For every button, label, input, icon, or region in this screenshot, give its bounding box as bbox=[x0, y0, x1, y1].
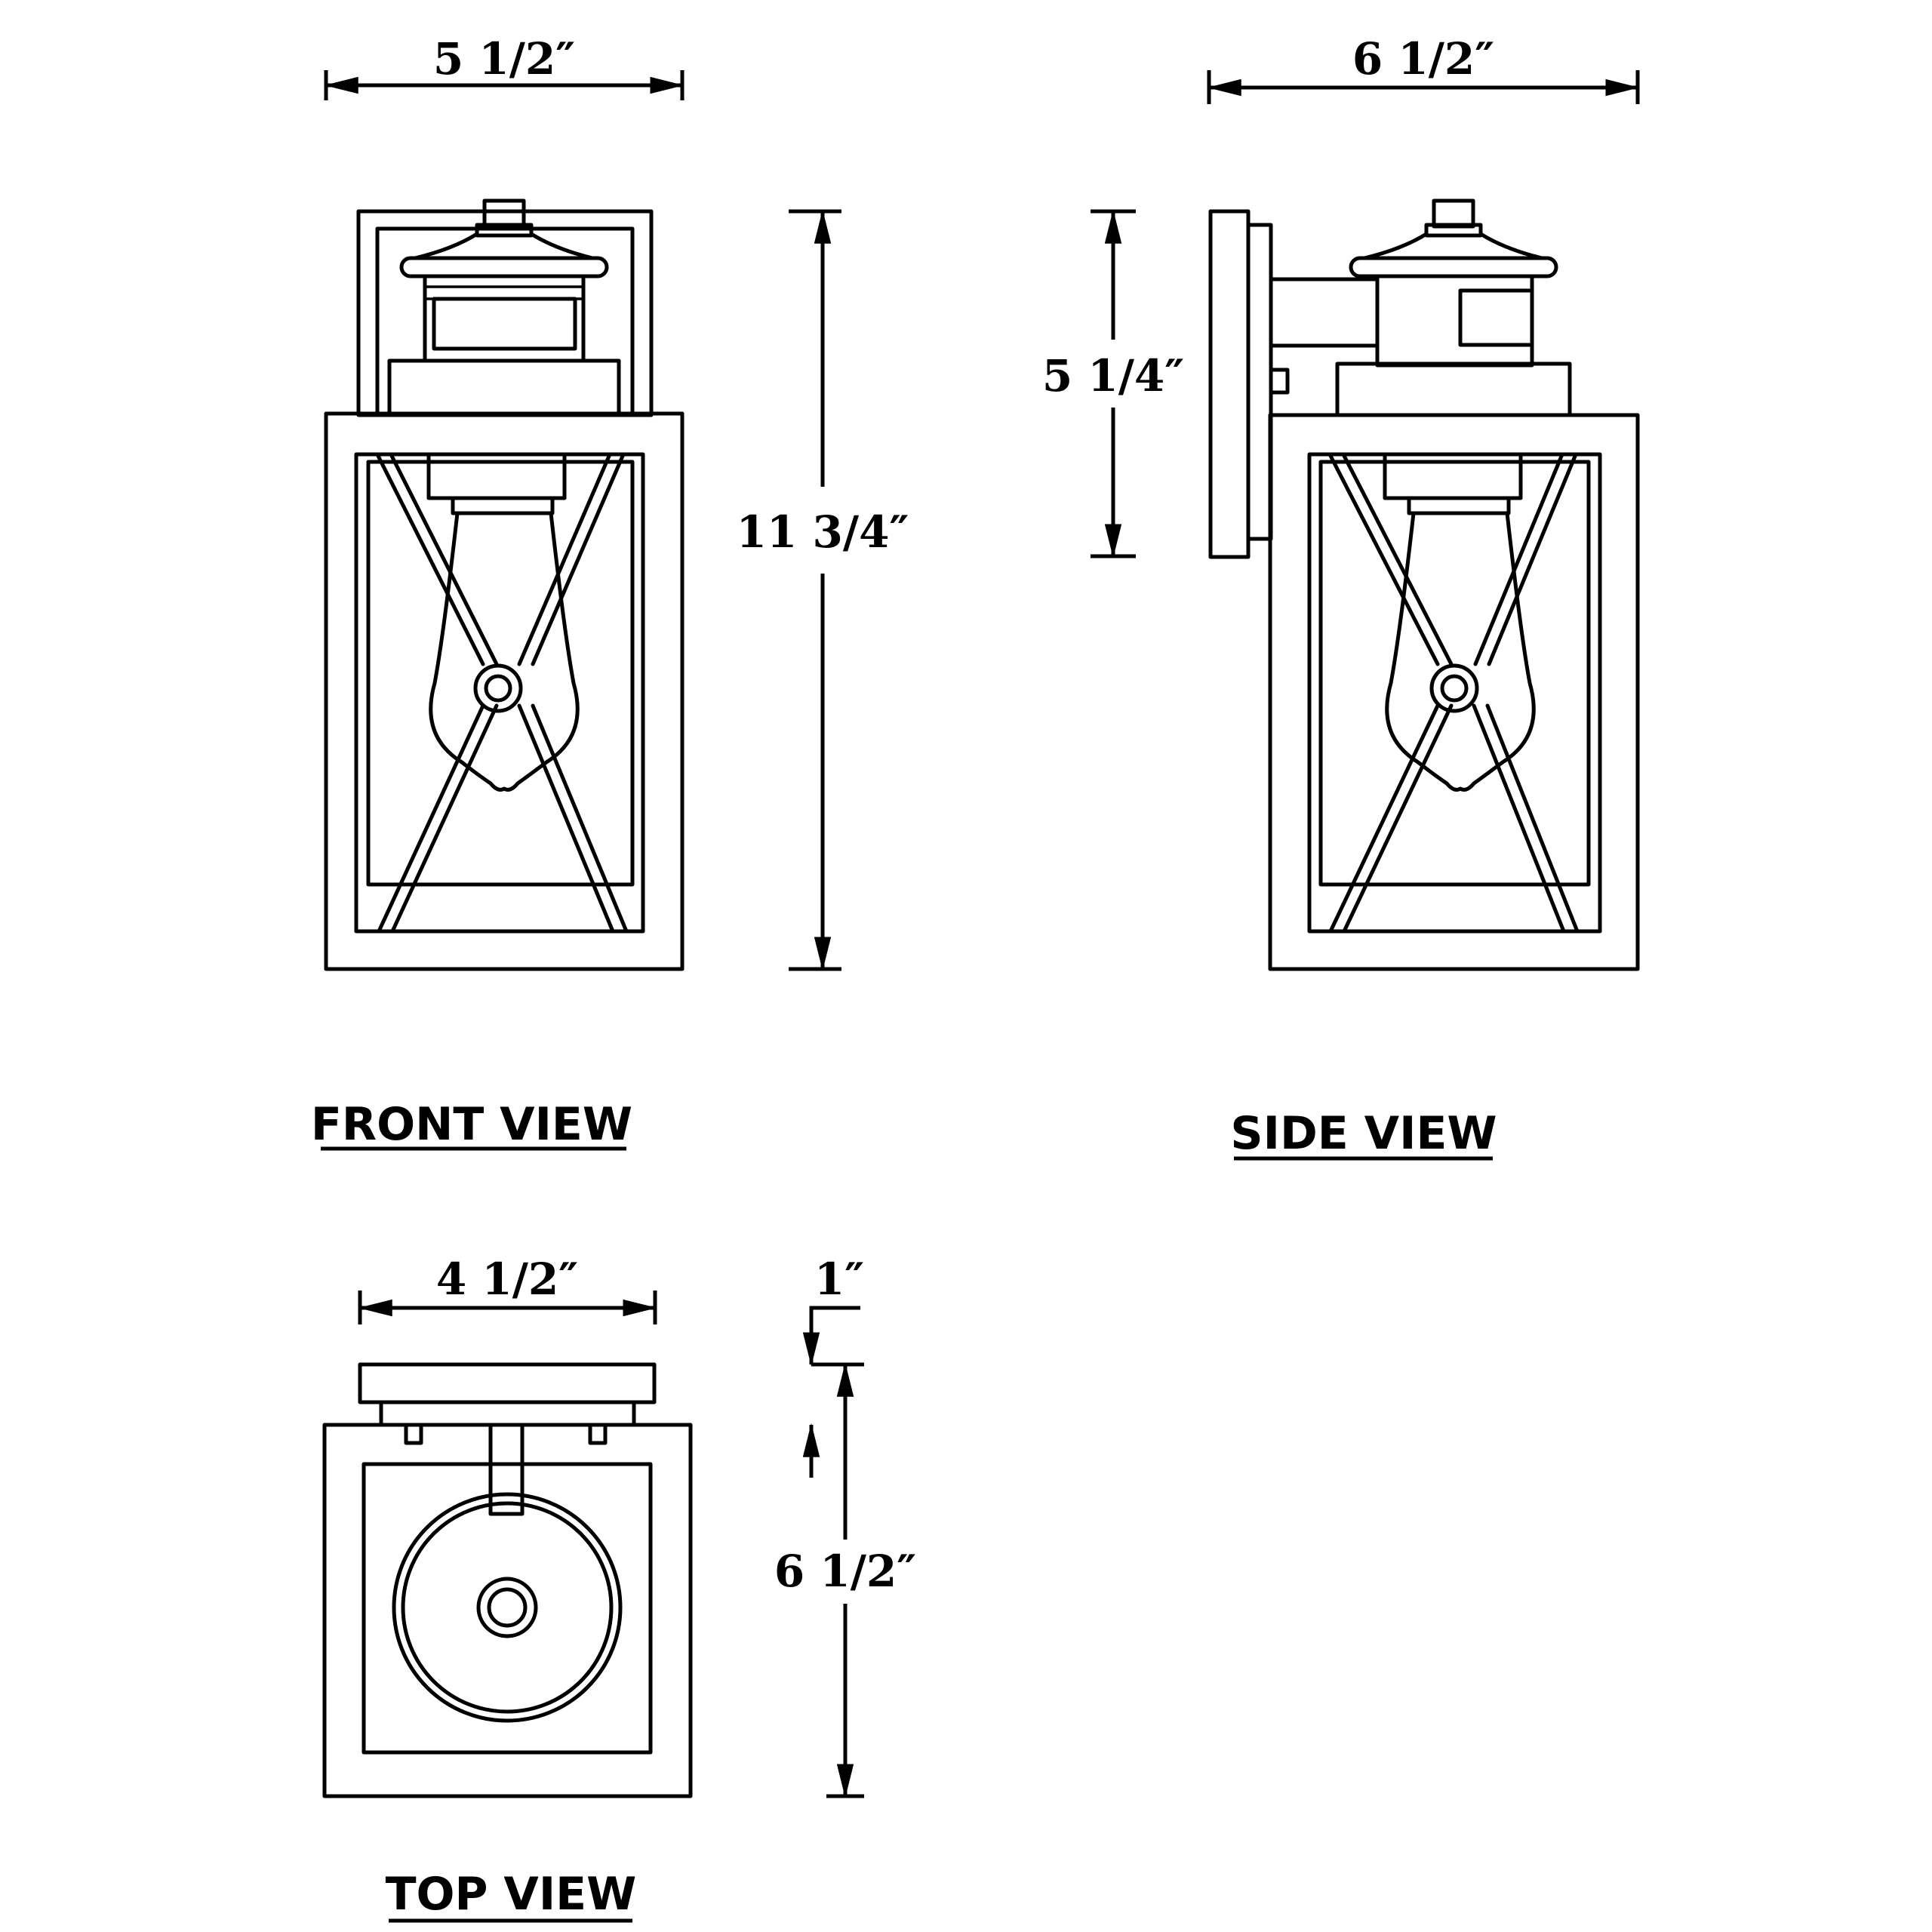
side-mount-height-label: 5 1/4″ bbox=[1042, 350, 1184, 401]
lamp-cap bbox=[387, 198, 621, 416]
top-width-dimension: 4 1/2″ bbox=[358, 1254, 657, 1324]
top-view: 4 1/2″ 1″ 6 1/2″ bbox=[322, 1254, 916, 1923]
side-lantern-body bbox=[1268, 413, 1640, 971]
front-view-title: FRONT VIEW bbox=[311, 1098, 632, 1151]
top-view-title: TOP VIEW bbox=[386, 1868, 637, 1921]
side-lamp-cap bbox=[1335, 198, 1572, 417]
side-view-title: SIDE VIEW bbox=[1230, 1107, 1497, 1160]
top-width-label: 4 1/2″ bbox=[436, 1254, 578, 1305]
front-view: 5 1/2″ bbox=[311, 33, 909, 1151]
top-depth-dimension: 6 1/2″ bbox=[774, 1362, 916, 1798]
side-cross-brace bbox=[1327, 452, 1580, 934]
top-depth-label: 6 1/2″ bbox=[774, 1546, 916, 1597]
front-lantern-body bbox=[324, 411, 685, 971]
top-lantern-body bbox=[322, 1423, 693, 1798]
top-cap-circle bbox=[392, 1492, 623, 1723]
front-cross-brace bbox=[375, 452, 629, 934]
side-mount-height-dimension: 5 1/4″ bbox=[1042, 209, 1184, 558]
top-wall-plate bbox=[358, 1362, 657, 1404]
front-height-label: 11 3/4″ bbox=[737, 506, 909, 558]
side-width-dimension: 6 1/2″ bbox=[1207, 33, 1640, 104]
front-bulb bbox=[429, 511, 580, 792]
front-width-label: 5 1/2″ bbox=[433, 33, 575, 85]
side-width-label: 6 1/2″ bbox=[1352, 33, 1494, 85]
front-height-dimension: 11 3/4″ bbox=[737, 209, 909, 971]
side-bulb bbox=[1385, 511, 1536, 792]
side-wall-plate bbox=[1208, 209, 1251, 559]
top-backplate-dimension: 1″ bbox=[802, 1254, 864, 1478]
top-backplate-label: 1″ bbox=[814, 1254, 864, 1305]
side-view: 6 1/2″ bbox=[1042, 33, 1640, 1161]
front-width-dimension: 5 1/2″ bbox=[324, 33, 685, 100]
